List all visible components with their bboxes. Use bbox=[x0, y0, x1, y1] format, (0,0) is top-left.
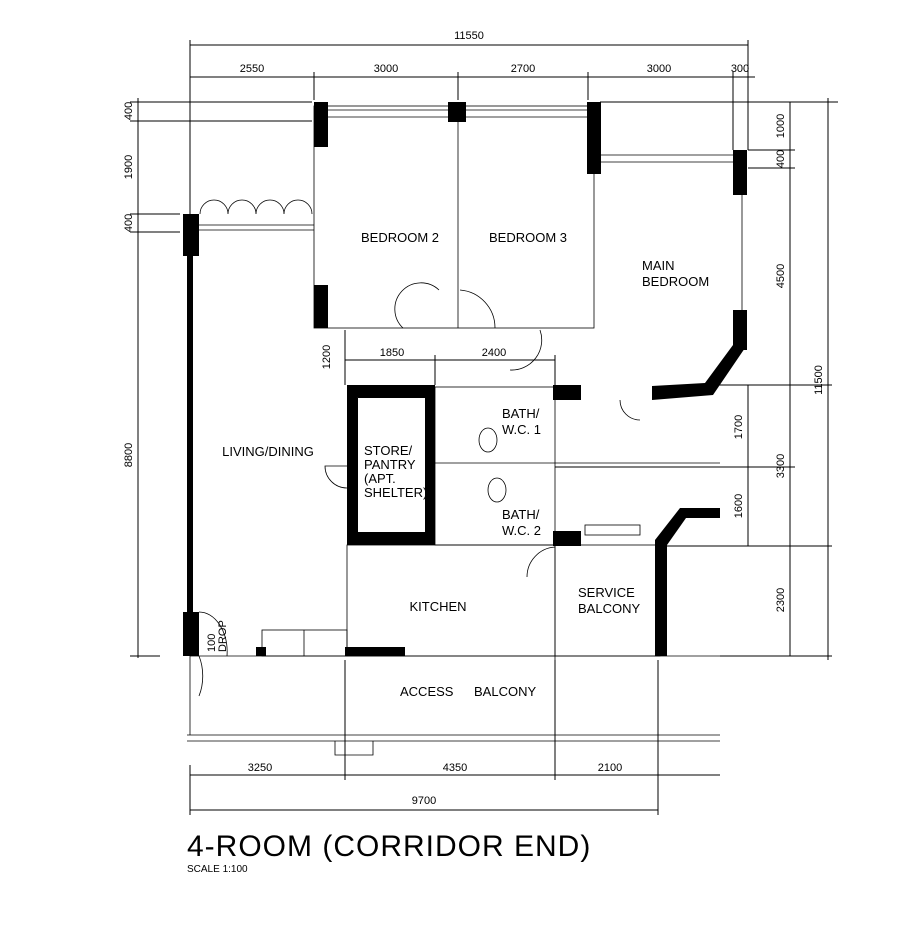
room-bedroom-3: BEDROOM 3 bbox=[489, 230, 567, 245]
dim-corridor-1: 1850 bbox=[380, 347, 404, 359]
dim-top-3: 3000 bbox=[647, 63, 671, 75]
dim-right-6: 2300 bbox=[775, 588, 787, 612]
dim-right-3: 1700 bbox=[733, 415, 745, 439]
dim-corridor-2: 2400 bbox=[482, 347, 506, 359]
dim-bottom-total: 9700 bbox=[412, 795, 436, 807]
dim-right-0: 1000 bbox=[775, 114, 787, 138]
partitions bbox=[187, 105, 743, 756]
dim-left-1: 1900 bbox=[123, 155, 135, 179]
walls bbox=[183, 102, 747, 656]
room-bedroom-2: BEDROOM 2 bbox=[361, 230, 439, 245]
dim-bottom-2: 2100 bbox=[598, 762, 622, 774]
dim-left-3: 8800 bbox=[123, 443, 135, 467]
dim-right-2: 4500 bbox=[775, 264, 787, 288]
room-kitchen: KITCHEN bbox=[409, 599, 466, 614]
dim-bottom-0: 3250 bbox=[248, 762, 272, 774]
dimension-labels: 11550 2550 3000 2700 3000 300 400 1900 4… bbox=[123, 30, 825, 807]
room-living-dining: LIVING/DINING bbox=[222, 444, 314, 459]
dim-bottom-1: 4350 bbox=[443, 762, 467, 774]
dim-top-0: 2550 bbox=[240, 63, 264, 75]
dim-left-0: 400 bbox=[123, 102, 135, 120]
drop-label: 100DROP bbox=[206, 620, 229, 652]
dim-left-2: 400 bbox=[123, 214, 135, 232]
dim-top-total: 11550 bbox=[454, 30, 484, 42]
dim-right-4: 3300 bbox=[775, 454, 787, 478]
dim-top-4: 300 bbox=[731, 63, 749, 75]
dim-right-5: 1600 bbox=[733, 494, 745, 518]
dim-top-1: 3000 bbox=[374, 63, 398, 75]
dim-right-1: 400 bbox=[775, 150, 787, 168]
plan-title: 4-ROOM (CORRIDOR END) bbox=[187, 830, 591, 863]
dim-corridor-0: 1200 bbox=[321, 345, 333, 369]
dimension-lines bbox=[130, 40, 838, 815]
dim-top-2: 2700 bbox=[511, 63, 535, 75]
plan-scale: SCALE 1:100 bbox=[187, 864, 248, 875]
dim-right-total: 11500 bbox=[813, 365, 825, 395]
room-bath-1: BATH/W.C. 1 bbox=[502, 406, 541, 437]
room-store: STORE/PANTRY(APT.SHELTER) bbox=[364, 443, 427, 500]
room-bath-2: BATH/W.C. 2 bbox=[502, 507, 541, 538]
